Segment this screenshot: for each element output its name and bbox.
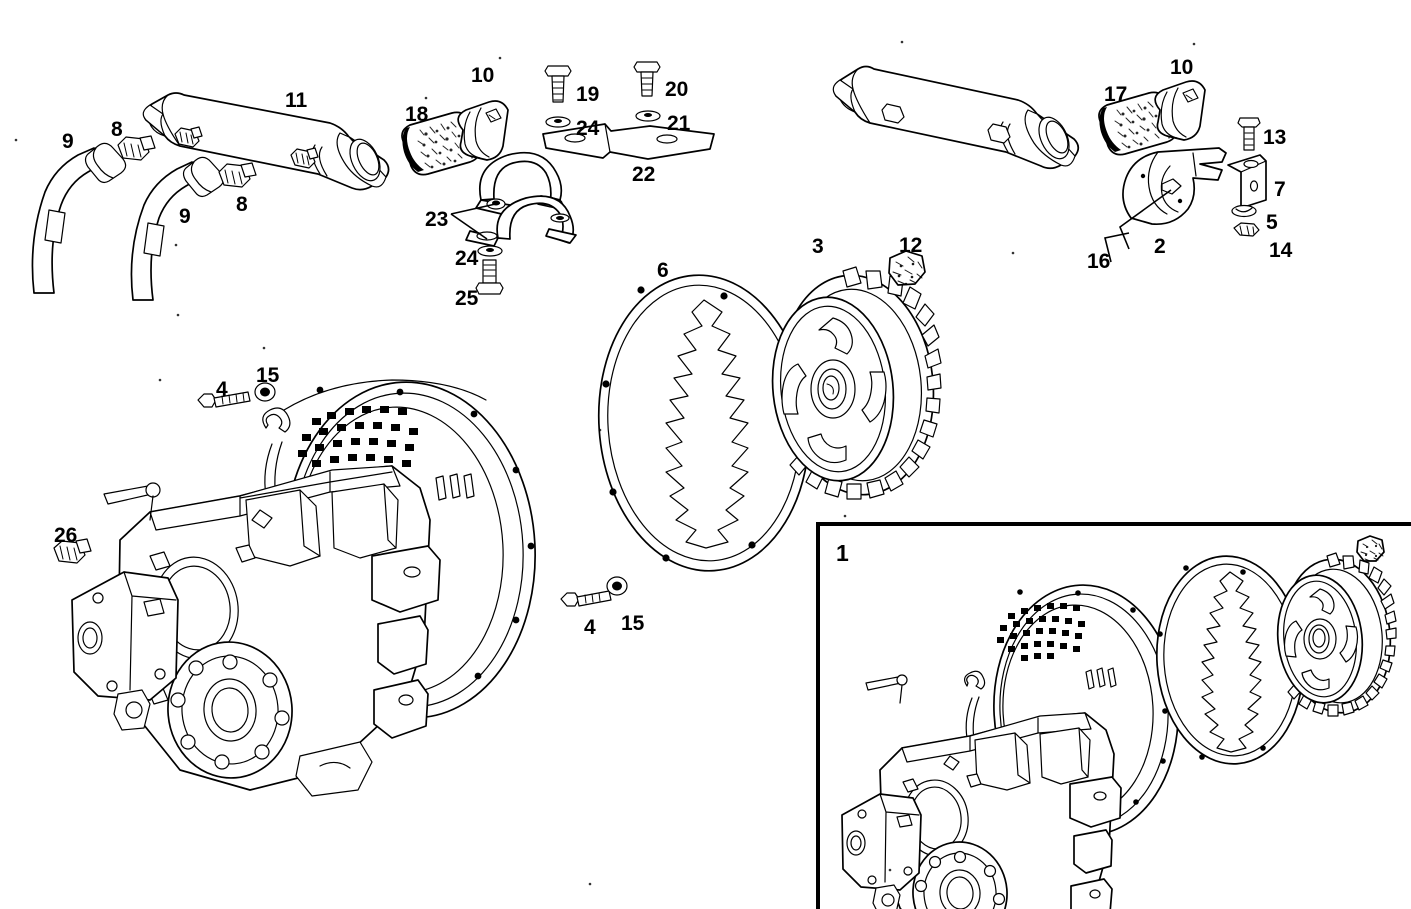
callout-22: 22 (632, 163, 656, 186)
damper-plate-6 (597, 274, 811, 572)
bolt-13 (1237, 117, 1261, 151)
callout-24-upper: 24 (576, 117, 600, 140)
callout-21: 21 (667, 112, 691, 135)
muffler-nipple-b (290, 147, 319, 169)
callout-23: 23 (425, 208, 449, 231)
muffler-r-nipple-b (987, 123, 1011, 144)
callout-16: 16 (1087, 250, 1111, 273)
callout-9-left: 9 (62, 130, 74, 153)
washer-24a (545, 116, 571, 128)
callout-4-right: 4 (584, 616, 596, 639)
callout-8-left: 8 (111, 118, 123, 141)
transmission-assembly-main (71, 379, 536, 797)
washer-15-right (606, 576, 628, 596)
callout-12: 12 (899, 234, 923, 257)
bolt-25 (475, 259, 504, 295)
callout-1-inset: 1 (836, 540, 849, 566)
washer-5 (1231, 204, 1257, 218)
clamp-23-lower (465, 195, 577, 247)
callout-9-right: 9 (179, 205, 191, 228)
callout-4-left: 4 (216, 378, 228, 401)
angle-bracket-7 (1227, 154, 1267, 209)
scan-speckles (14, 40, 1196, 886)
bolt-4-left (197, 391, 251, 408)
callout-5: 5 (1266, 211, 1278, 234)
hose-9-left (31, 142, 127, 294)
callout-17: 17 (1104, 83, 1128, 106)
hose-9-right (130, 156, 225, 301)
muffler-nipple-a (174, 126, 203, 148)
callout-19: 19 (576, 83, 600, 106)
bolt-20 (633, 61, 661, 97)
callout-20: 20 (665, 78, 689, 101)
callout-7: 7 (1274, 178, 1286, 201)
callout-15-left: 15 (256, 364, 280, 387)
fitting-8-right (218, 162, 257, 188)
washer-24b (477, 245, 503, 257)
callout-26: 26 (54, 524, 78, 547)
callout-2: 2 (1154, 235, 1166, 258)
nut-14 (1233, 222, 1260, 237)
callout-18: 18 (405, 103, 429, 126)
callout-8-right: 8 (236, 193, 248, 216)
woodruff-key-12 (888, 250, 926, 286)
muffler-r-nipple-a (881, 103, 905, 124)
muffler-left-group (142, 92, 509, 191)
fitting-26 (53, 538, 92, 564)
bolt-4-right (560, 590, 612, 607)
callout-10-right: 10 (1170, 56, 1194, 79)
inset-assembly (842, 536, 1397, 909)
washer-21 (635, 110, 661, 122)
muffler-right-group (832, 65, 1206, 170)
callout-15-right: 15 (621, 612, 645, 635)
bolt-19 (544, 65, 572, 103)
exhaust-clamp-10-right (1154, 80, 1206, 141)
callout-10-left: 10 (471, 64, 495, 87)
callout-25: 25 (455, 287, 479, 310)
exhaust-clamp-10-left (457, 100, 509, 161)
callout-14: 14 (1269, 239, 1293, 262)
inset-frame (816, 522, 1411, 909)
bracket-22 (542, 123, 715, 160)
callout-24-lower: 24 (455, 247, 479, 270)
callout-3: 3 (812, 235, 824, 258)
washer-15-left (254, 382, 276, 402)
callout-6: 6 (657, 259, 669, 282)
fitting-8-left (117, 135, 156, 161)
ring-gear-3 (771, 266, 942, 500)
exhaust-hanger-2 (1122, 147, 1227, 226)
callout-11: 11 (285, 89, 308, 112)
callout-13: 13 (1263, 126, 1287, 149)
